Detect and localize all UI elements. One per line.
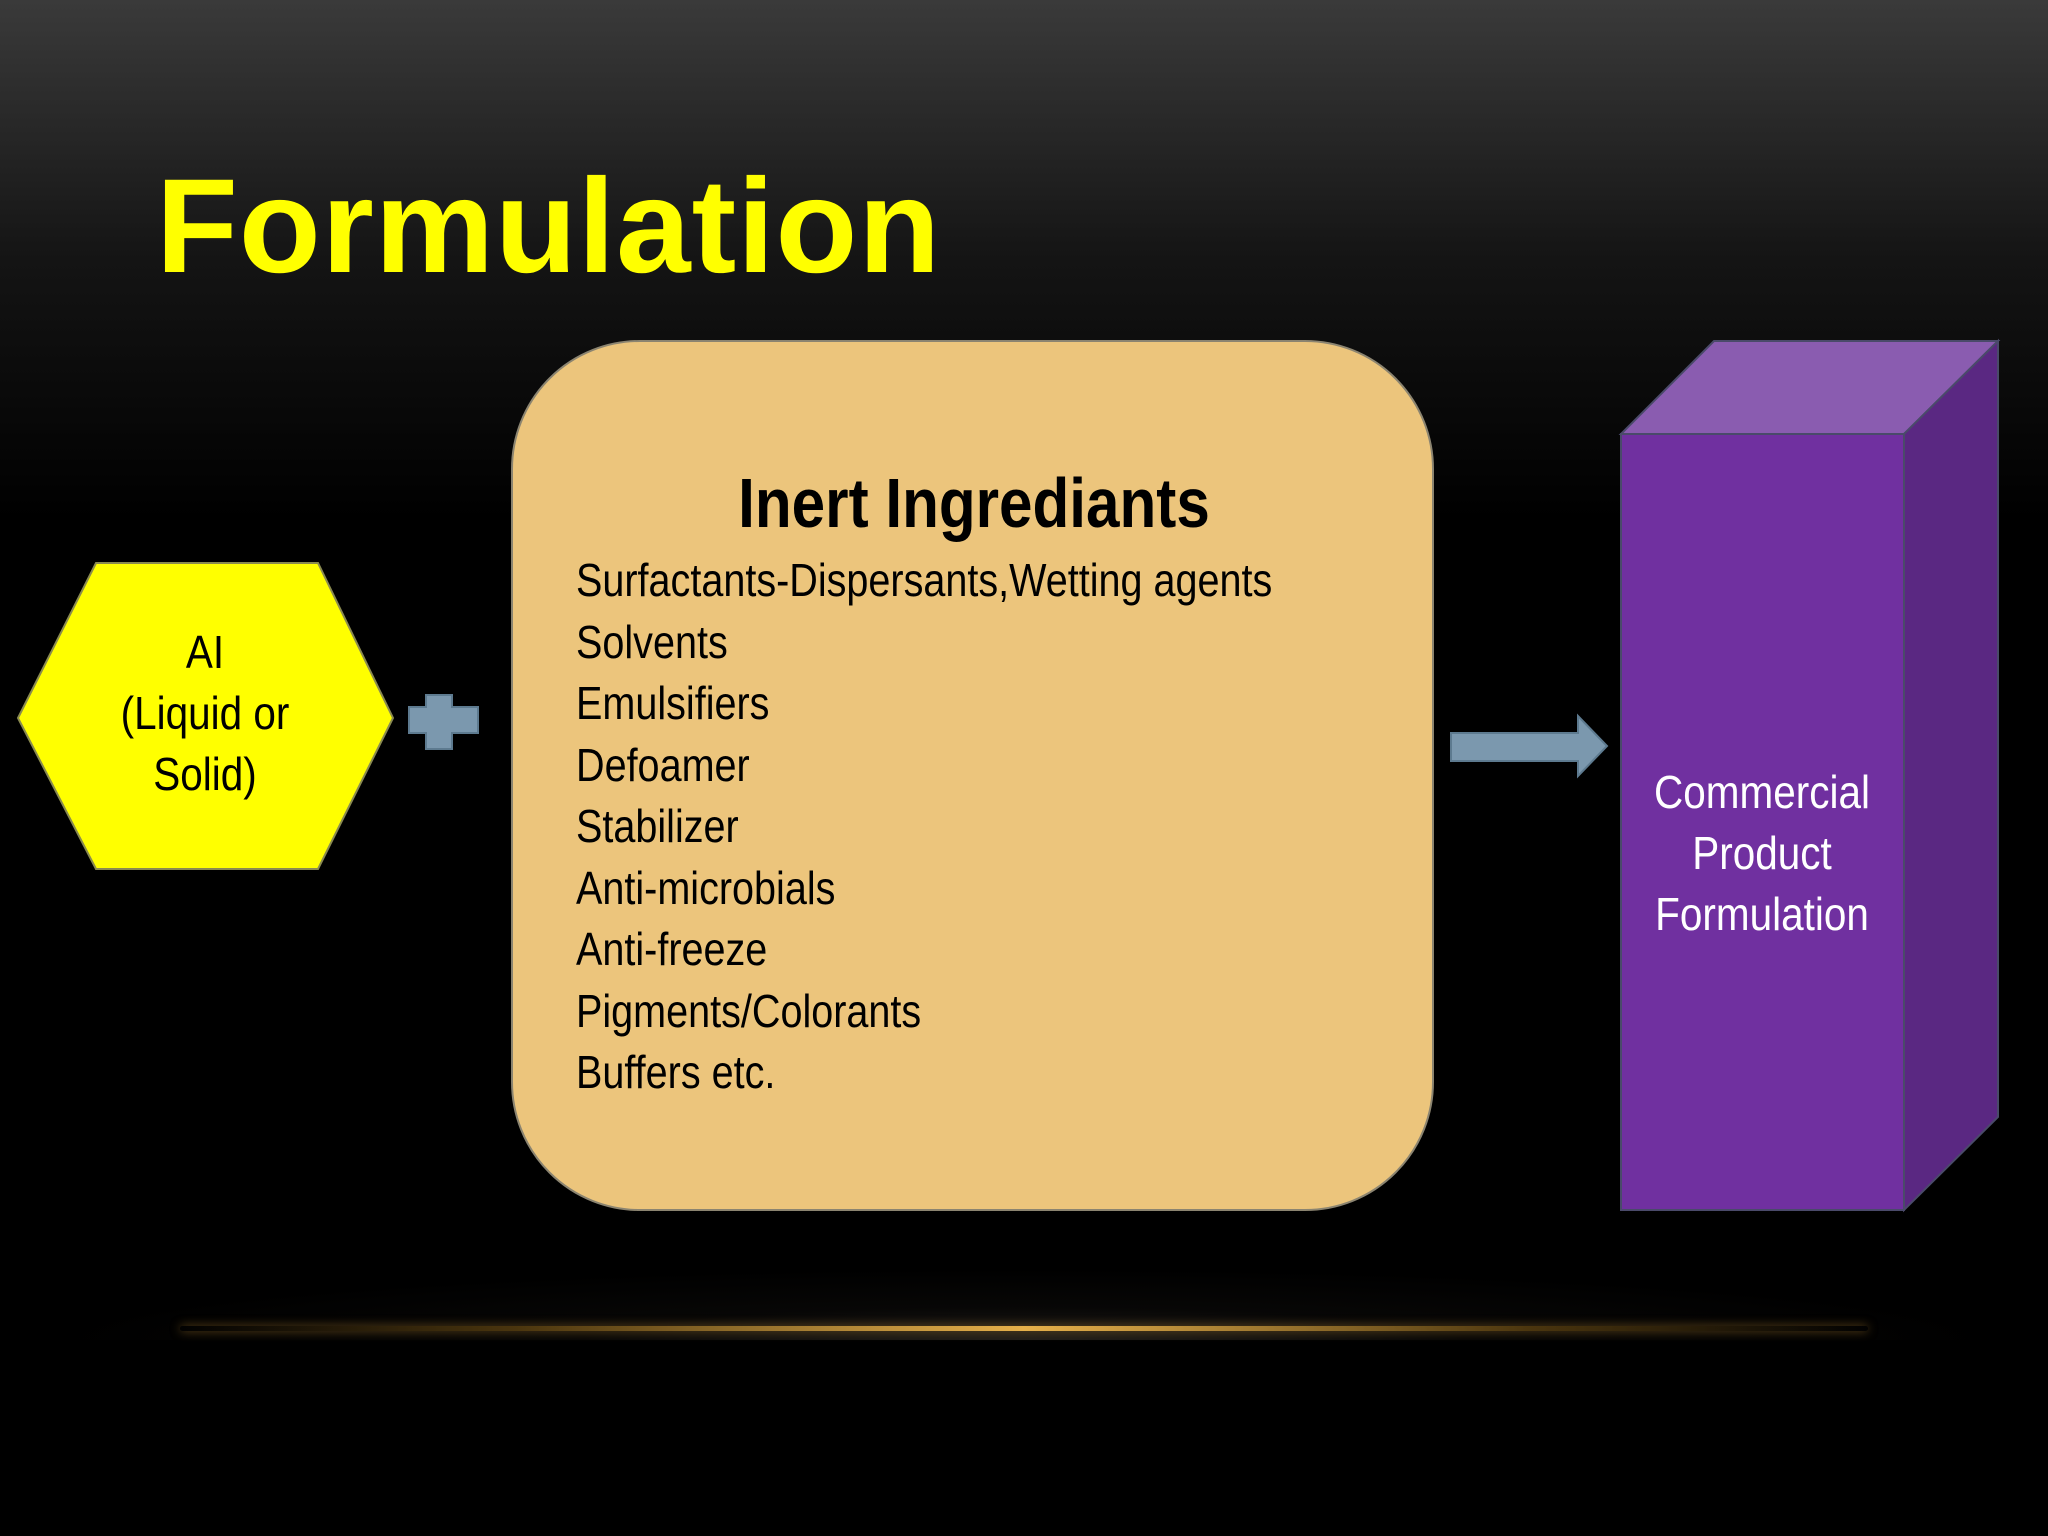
product-box-front	[1620, 433, 1905, 1211]
list-item: Pigments/Colorants	[576, 984, 922, 1037]
list-item: Emulsifiers	[576, 677, 770, 729]
product-label: Commercial Product Formulation	[1639, 762, 1885, 945]
active-ingredient-line: Solid)	[153, 748, 257, 800]
product-line: Commercial	[1654, 766, 1870, 818]
active-ingredient-line: AI	[185, 626, 225, 678]
product-line: Formulation	[1655, 888, 1869, 940]
product-box-side	[1903, 338, 1999, 1213]
list-item: Anti-microbials	[576, 861, 836, 914]
inert-ingredients-heading: Inert Ingrediants	[738, 464, 1210, 542]
active-ingredient-label: AI (Liquid or Solid)	[60, 622, 350, 805]
list-item: Surfactants-Dispersants,Wetting agents	[576, 554, 1273, 606]
list-item: Buffers etc.	[576, 1046, 776, 1098]
active-ingredient-line: (Liquid or	[120, 687, 290, 739]
floor-highlight-line	[180, 1326, 1868, 1331]
list-item: Anti-freeze	[576, 923, 768, 975]
floor-glow	[0, 1220, 2048, 1340]
plus-connector-icon	[408, 694, 479, 750]
inert-ingredients-list: Surfactants-Dispersants,Wetting agents S…	[576, 550, 1272, 1104]
list-item: Defoamer	[576, 738, 750, 791]
slide-title: Formulation	[156, 152, 942, 301]
active-ingredient-hexagon	[16, 562, 395, 870]
list-item: Solvents	[576, 615, 728, 668]
product-line: Product	[1692, 827, 1832, 879]
arrow-right-icon	[1450, 713, 1609, 779]
list-item: Stabilizer	[576, 800, 739, 852]
inert-ingredients-panel	[511, 340, 1434, 1211]
